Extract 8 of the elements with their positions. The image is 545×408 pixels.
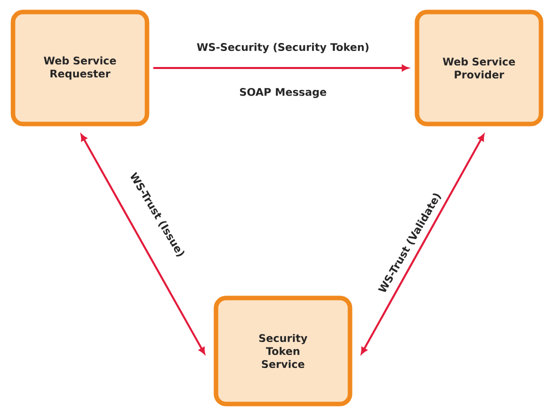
arrow — [360, 134, 484, 354]
message-label: SOAP Message — [240, 88, 326, 98]
arrow — [80, 134, 206, 354]
arrow — [153, 64, 408, 72]
process-box: Web Service Provider — [414, 10, 544, 126]
edge-label: WS-Security (Security Token) — [195, 41, 371, 55]
process-box: Security Token Service — [214, 296, 352, 406]
process-box: Web Service Requester — [10, 10, 150, 126]
